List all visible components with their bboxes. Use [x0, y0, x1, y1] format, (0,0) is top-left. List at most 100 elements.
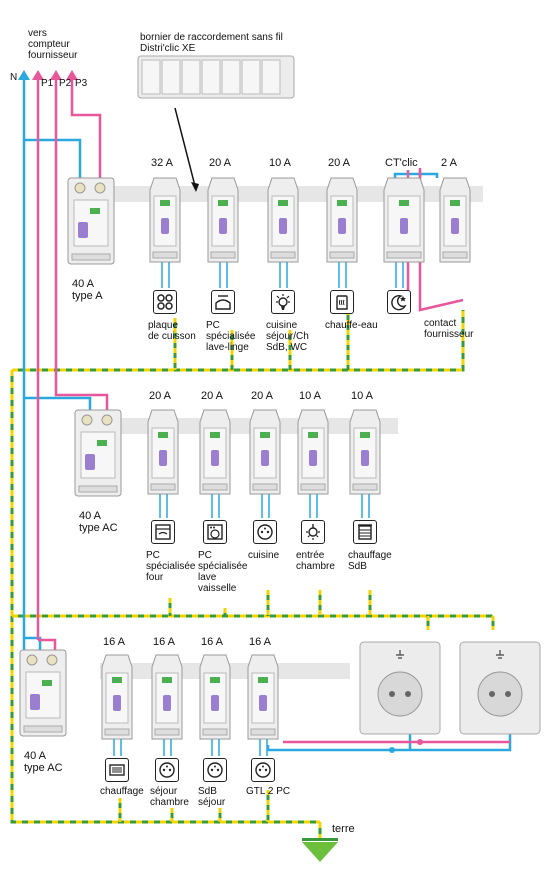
breaker-output-wire: [211, 739, 220, 756]
breaker-rating: 20 A: [201, 390, 224, 402]
differential-rating: 40 A: [79, 510, 102, 522]
differential-type: type AC: [24, 762, 63, 774]
socket-icon: [155, 758, 179, 782]
differential-type: type AC: [79, 522, 118, 534]
breaker-rating: 10 A: [269, 157, 292, 169]
breaker-rating: 20 A: [149, 390, 172, 402]
circuit-label: chauffage: [100, 786, 144, 797]
breaker-rating: 2 A: [441, 157, 457, 169]
lamp-icon: [271, 290, 295, 314]
neutral-label: N: [10, 72, 18, 83]
socket-icon: [253, 520, 277, 544]
breaker-output-wire: [161, 262, 170, 288]
breaker-output-wire: [163, 739, 172, 756]
phase-label-p1: P1: [41, 78, 54, 89]
differential-rating: 40 A: [72, 278, 95, 290]
breaker-output-wire: [338, 262, 347, 288]
water-heater-icon: [330, 290, 354, 314]
breaker-2-2: [199, 409, 231, 495]
breaker-rating: 16 A: [153, 636, 176, 648]
radiator-icon: [105, 758, 129, 782]
terminal-label: bornier de raccordement sans fil Distri'…: [140, 32, 283, 54]
socket-icon: [251, 758, 275, 782]
circuit-label: contact fournisseur: [424, 318, 474, 340]
breaker-2-4: [297, 409, 329, 495]
differential-rating: 40 A: [24, 750, 47, 762]
circuit-label: plaque de cuisson: [148, 320, 196, 342]
breaker-output-wire: [361, 494, 370, 518]
breaker-rating: 20 A: [328, 157, 351, 169]
socket-icon: [203, 758, 227, 782]
differential-switch-3: [19, 649, 67, 737]
circuit-label: SdB séjour: [198, 786, 226, 808]
phase-label-p2: P2: [59, 78, 72, 89]
earth-symbol: [302, 838, 338, 862]
breaker-output-wire: [309, 494, 318, 518]
breaker-rating: 20 A: [251, 390, 274, 402]
differential-switch-2: [74, 409, 122, 497]
breaker-output-wire: [261, 494, 270, 518]
breaker-1-2: [207, 177, 239, 263]
breaker-3-2: [151, 654, 183, 740]
supply-label: vers compteur fournisseur: [28, 28, 78, 61]
breaker-output-wire: [395, 262, 404, 288]
wall-socket-1: [359, 641, 441, 735]
breaker-rating: 16 A: [201, 636, 224, 648]
breaker-1-5: [383, 177, 425, 263]
phase-label-p3: P3: [75, 78, 88, 89]
breaker-output-wire: [219, 262, 228, 288]
terminal-block: [137, 55, 295, 99]
terminal-pointer-head: [191, 182, 199, 192]
terminal-pointer: [174, 107, 196, 187]
towel-radiator-icon: [353, 520, 377, 544]
differential-type: type A: [72, 290, 103, 302]
breaker-3-4: [247, 654, 279, 740]
circuit-label: PC spécialisée lave vaisselle: [198, 550, 248, 594]
breaker-1-4: [326, 177, 358, 263]
circuit-label: PC spécialisée lave-linge: [206, 320, 256, 353]
circuit-label: chauffage SdB: [348, 550, 392, 572]
earth-bus: [10, 310, 495, 840]
circuit-label: chauffe-eau: [325, 320, 378, 331]
ceiling-light-icon: [301, 520, 325, 544]
night-tariff-icon: [387, 290, 411, 314]
phase-wires: [36, 80, 510, 744]
breaker-rating: 10 A: [299, 390, 322, 402]
breaker-output-wire: [279, 262, 288, 288]
washing-machine-icon: [211, 290, 235, 314]
breaker-rating: CT'clic: [385, 157, 418, 169]
neutral-arrow: [18, 70, 30, 80]
breaker-3-1: [101, 654, 133, 740]
dishwasher-icon: [203, 520, 227, 544]
hob-icon: [153, 290, 177, 314]
phase-arrow-3: [66, 70, 78, 80]
breaker-2-1: [147, 409, 179, 495]
circuit-label: PC spécialisée four: [146, 550, 196, 583]
breaker-rating: 20 A: [209, 157, 232, 169]
breaker-output-wire: [113, 739, 122, 756]
breaker-output-wire: [211, 494, 220, 518]
breaker-1-1: [149, 177, 181, 263]
earth-label: terre: [332, 823, 355, 835]
differential-switch-1: [67, 177, 115, 265]
breaker-3-3: [199, 654, 231, 740]
breaker-2-3: [249, 409, 281, 495]
phase-arrow-2: [50, 70, 62, 80]
breaker-output-wire: [259, 739, 268, 756]
wall-socket-2: [459, 641, 541, 735]
circuit-label: cuisine: [248, 550, 280, 561]
circuit-label: entrée chambre: [296, 550, 335, 572]
breaker-1-6: [439, 177, 471, 263]
breaker-rating: 16 A: [249, 636, 272, 648]
oven-icon: [151, 520, 175, 544]
circuit-label: séjour chambre: [150, 786, 189, 808]
breaker-rating: 16 A: [103, 636, 126, 648]
phase-arrow-1: [32, 70, 44, 80]
breaker-rating: 32 A: [151, 157, 174, 169]
breaker-2-5: [349, 409, 381, 495]
